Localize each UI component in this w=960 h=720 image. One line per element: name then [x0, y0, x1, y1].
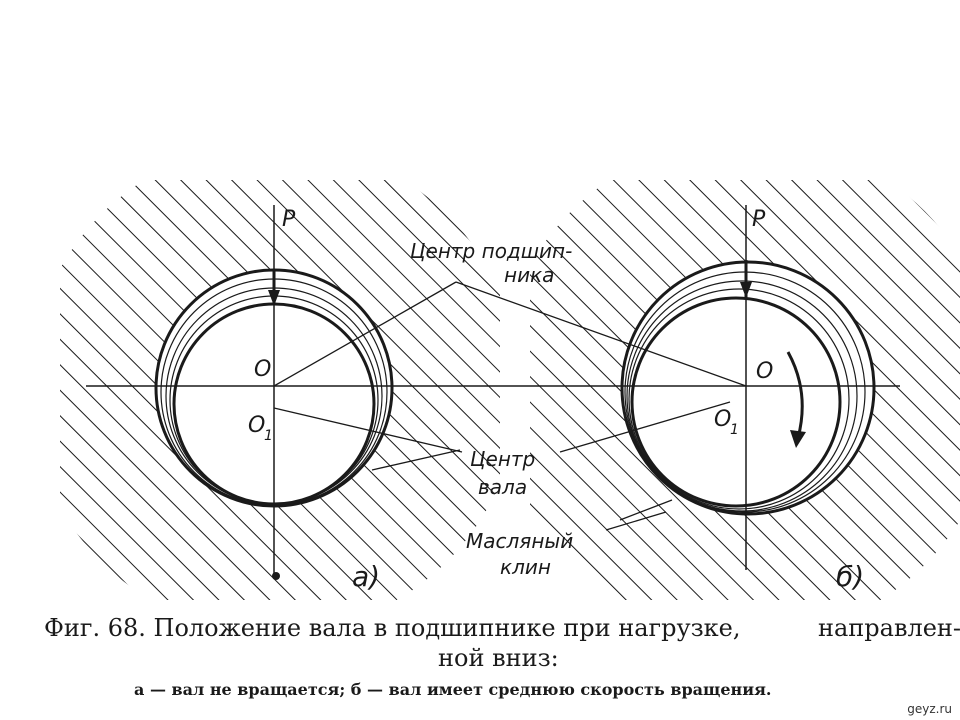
label-p-right: P — [752, 207, 766, 232]
rotation-arrowhead — [790, 430, 806, 448]
load-arrow-right — [740, 282, 752, 298]
caption-line1-part2: направлен- — [818, 614, 960, 642]
label-panel-a: а) — [352, 560, 380, 593]
label-bearing-center-2: ника — [504, 263, 554, 287]
label-shaft-center-1: Центр — [470, 447, 535, 471]
caption-line1-part1: Фиг. 68. Положение вала в подшипнике при… — [44, 614, 741, 642]
bearing-right — [620, 260, 876, 516]
rotation-arrow — [786, 351, 804, 439]
label-panel-b: б) — [836, 560, 864, 593]
leader-lines — [273, 281, 747, 531]
label-oil-wedge-1: Масляный — [466, 529, 573, 553]
label-shaft-center-2: вала — [478, 475, 527, 499]
label-oil-wedge-2: клин — [500, 555, 551, 579]
label-o1-right-sub: 1 — [730, 422, 739, 438]
watermark: geyz.ru — [907, 702, 952, 716]
load-arrow-left — [268, 290, 280, 306]
label-bearing-center-1: Центр подшип- — [410, 239, 572, 263]
label-o1-right: O — [714, 407, 731, 432]
shaft-right — [630, 296, 842, 508]
load-point-left — [272, 572, 280, 580]
label-o1-left: O — [248, 413, 265, 438]
caption-line2-text: ной вниз: — [438, 644, 559, 672]
caption-line3-text: а — вал не вращается; б — вал имеет сред… — [134, 680, 772, 699]
label-o1-left-sub: 1 — [264, 428, 273, 444]
label-o-left: O — [254, 357, 271, 382]
label-o-right: O — [756, 359, 773, 384]
bearing-diagram: P P O O 1 O O 1 Центр подшип- ника Центр… — [60, 180, 960, 600]
label-p-left: P — [282, 207, 296, 232]
